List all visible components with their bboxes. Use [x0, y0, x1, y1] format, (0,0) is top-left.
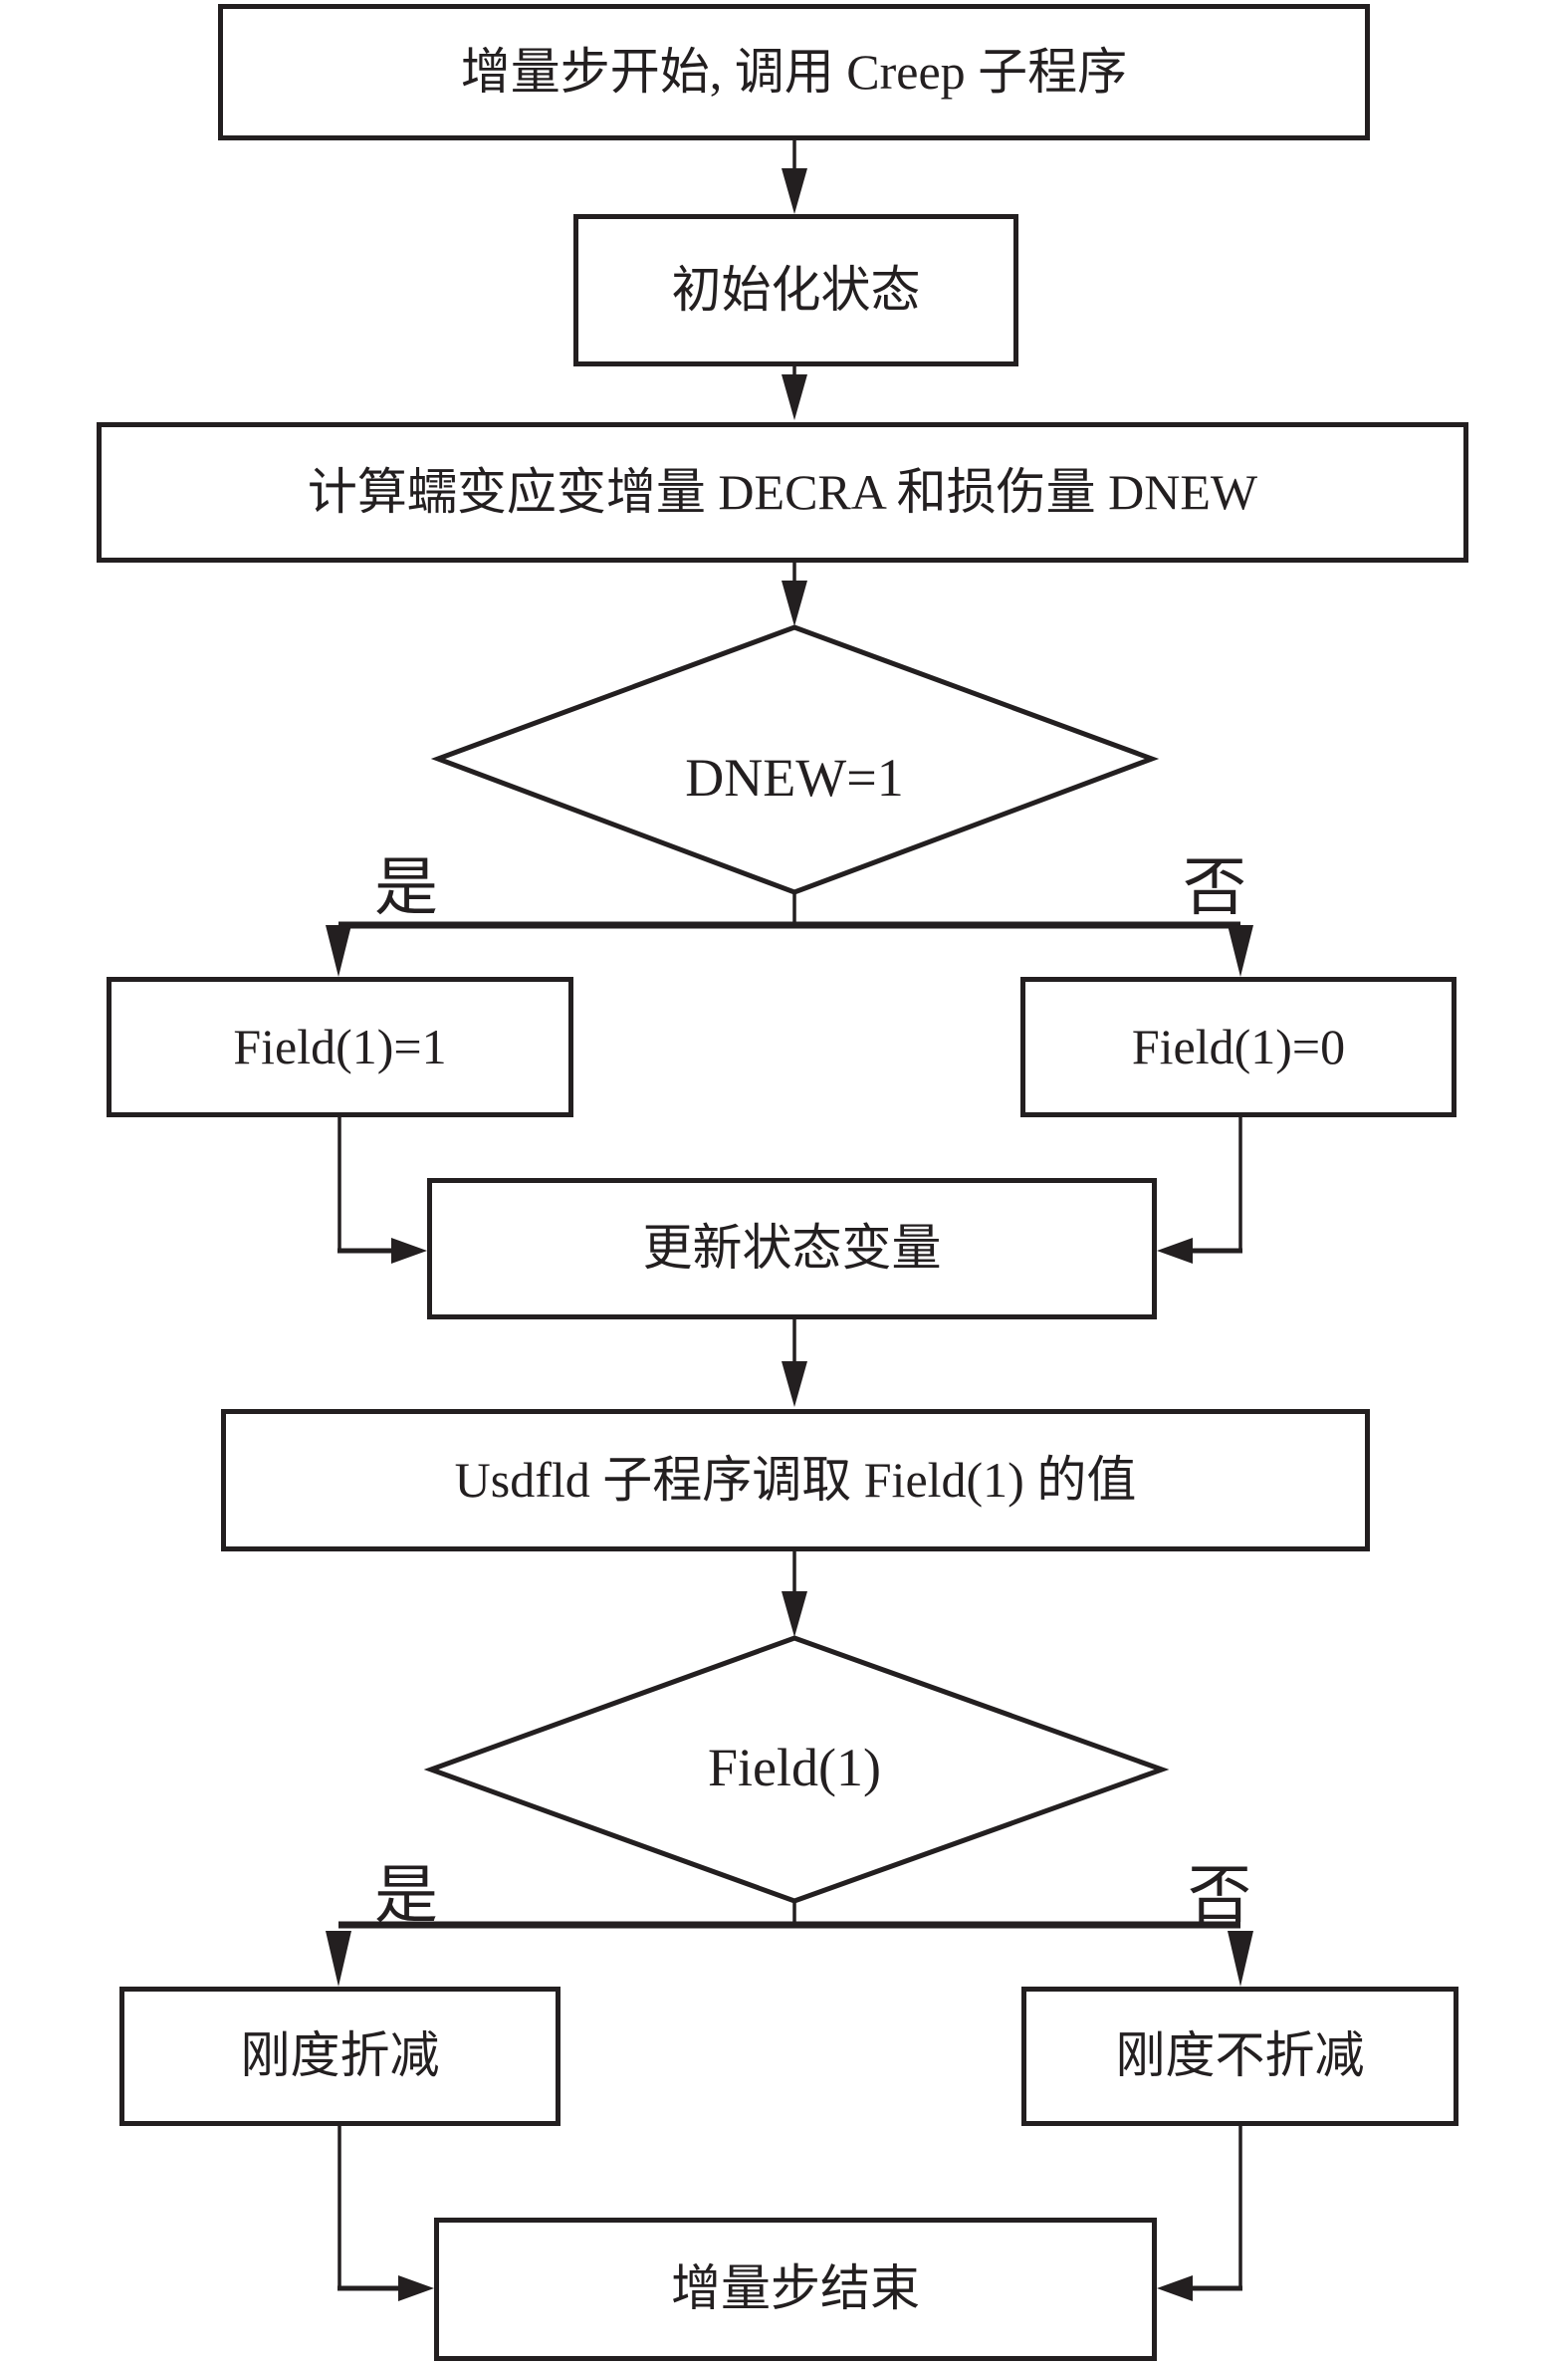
node-field-yes: Field(1)=1: [107, 977, 573, 1117]
node-update-state: 更新状态变量: [427, 1178, 1157, 1319]
node-update-state-label: 更新状态变量: [642, 1220, 942, 1277]
node-end-label: 增量步结束: [671, 2260, 920, 2317]
arrowhead-start-init: [782, 168, 807, 214]
decision-dnew-label: DNEW=1: [685, 748, 904, 808]
node-usdfld-label: Usdfld 子程序调取 Field(1) 的值: [454, 1451, 1137, 1508]
node-stiffness-no-reduce-label: 刚度不折减: [1115, 2027, 1365, 2084]
node-stiffness-reduce: 刚度折减: [119, 1987, 560, 2126]
arrowhead-calc-dnew: [782, 581, 807, 626]
arrowhead-init-calc: [782, 374, 807, 420]
arrowhead-dnew-yes: [326, 925, 351, 977]
node-start-label: 增量步开始, 调用 Creep 子程序: [460, 43, 1128, 100]
arrowhead-update-usdfld: [782, 1361, 807, 1407]
node-stiffness-no-reduce: 刚度不折减: [1021, 1987, 1458, 2126]
node-init: 初始化状态: [573, 214, 1018, 366]
arrowhead-fieldyes-update: [391, 1238, 427, 1264]
arrowhead-field-no: [1228, 1931, 1253, 1987]
arrowhead-stiffno-end: [1157, 2275, 1193, 2301]
arrowhead-fieldno-update: [1157, 1238, 1193, 1264]
node-end: 增量步结束: [434, 2218, 1157, 2361]
arrowhead-dnew-no: [1228, 925, 1253, 977]
node-field-no: Field(1)=0: [1020, 977, 1456, 1117]
node-calc-label: 计算蠕变应变增量 DECRA 和损伤量 DNEW: [307, 463, 1258, 520]
arrowhead-usdfld-field: [782, 1591, 807, 1637]
node-usdfld: Usdfld 子程序调取 Field(1) 的值: [221, 1409, 1370, 1551]
branch-label-dnew-yes: 是: [374, 852, 438, 923]
branch-label-field-no: 否: [1188, 1860, 1251, 1931]
decision-field-label: Field(1): [708, 1738, 881, 1797]
branch-label-dnew-no: 否: [1183, 852, 1246, 923]
node-init-label: 初始化状态: [671, 261, 921, 318]
arrowhead-stiffyes-end: [398, 2275, 434, 2301]
node-calc: 计算蠕变应变增量 DECRA 和损伤量 DNEW: [97, 422, 1468, 563]
node-start: 增量步开始, 调用 Creep 子程序: [218, 4, 1370, 140]
node-field-no-label: Field(1)=0: [1131, 1018, 1346, 1074]
node-stiffness-reduce-label: 刚度折减: [240, 2027, 440, 2084]
branch-label-field-yes: 是: [374, 1860, 438, 1931]
node-field-yes-label: Field(1)=1: [233, 1018, 447, 1074]
arrowhead-field-yes: [326, 1931, 351, 1987]
